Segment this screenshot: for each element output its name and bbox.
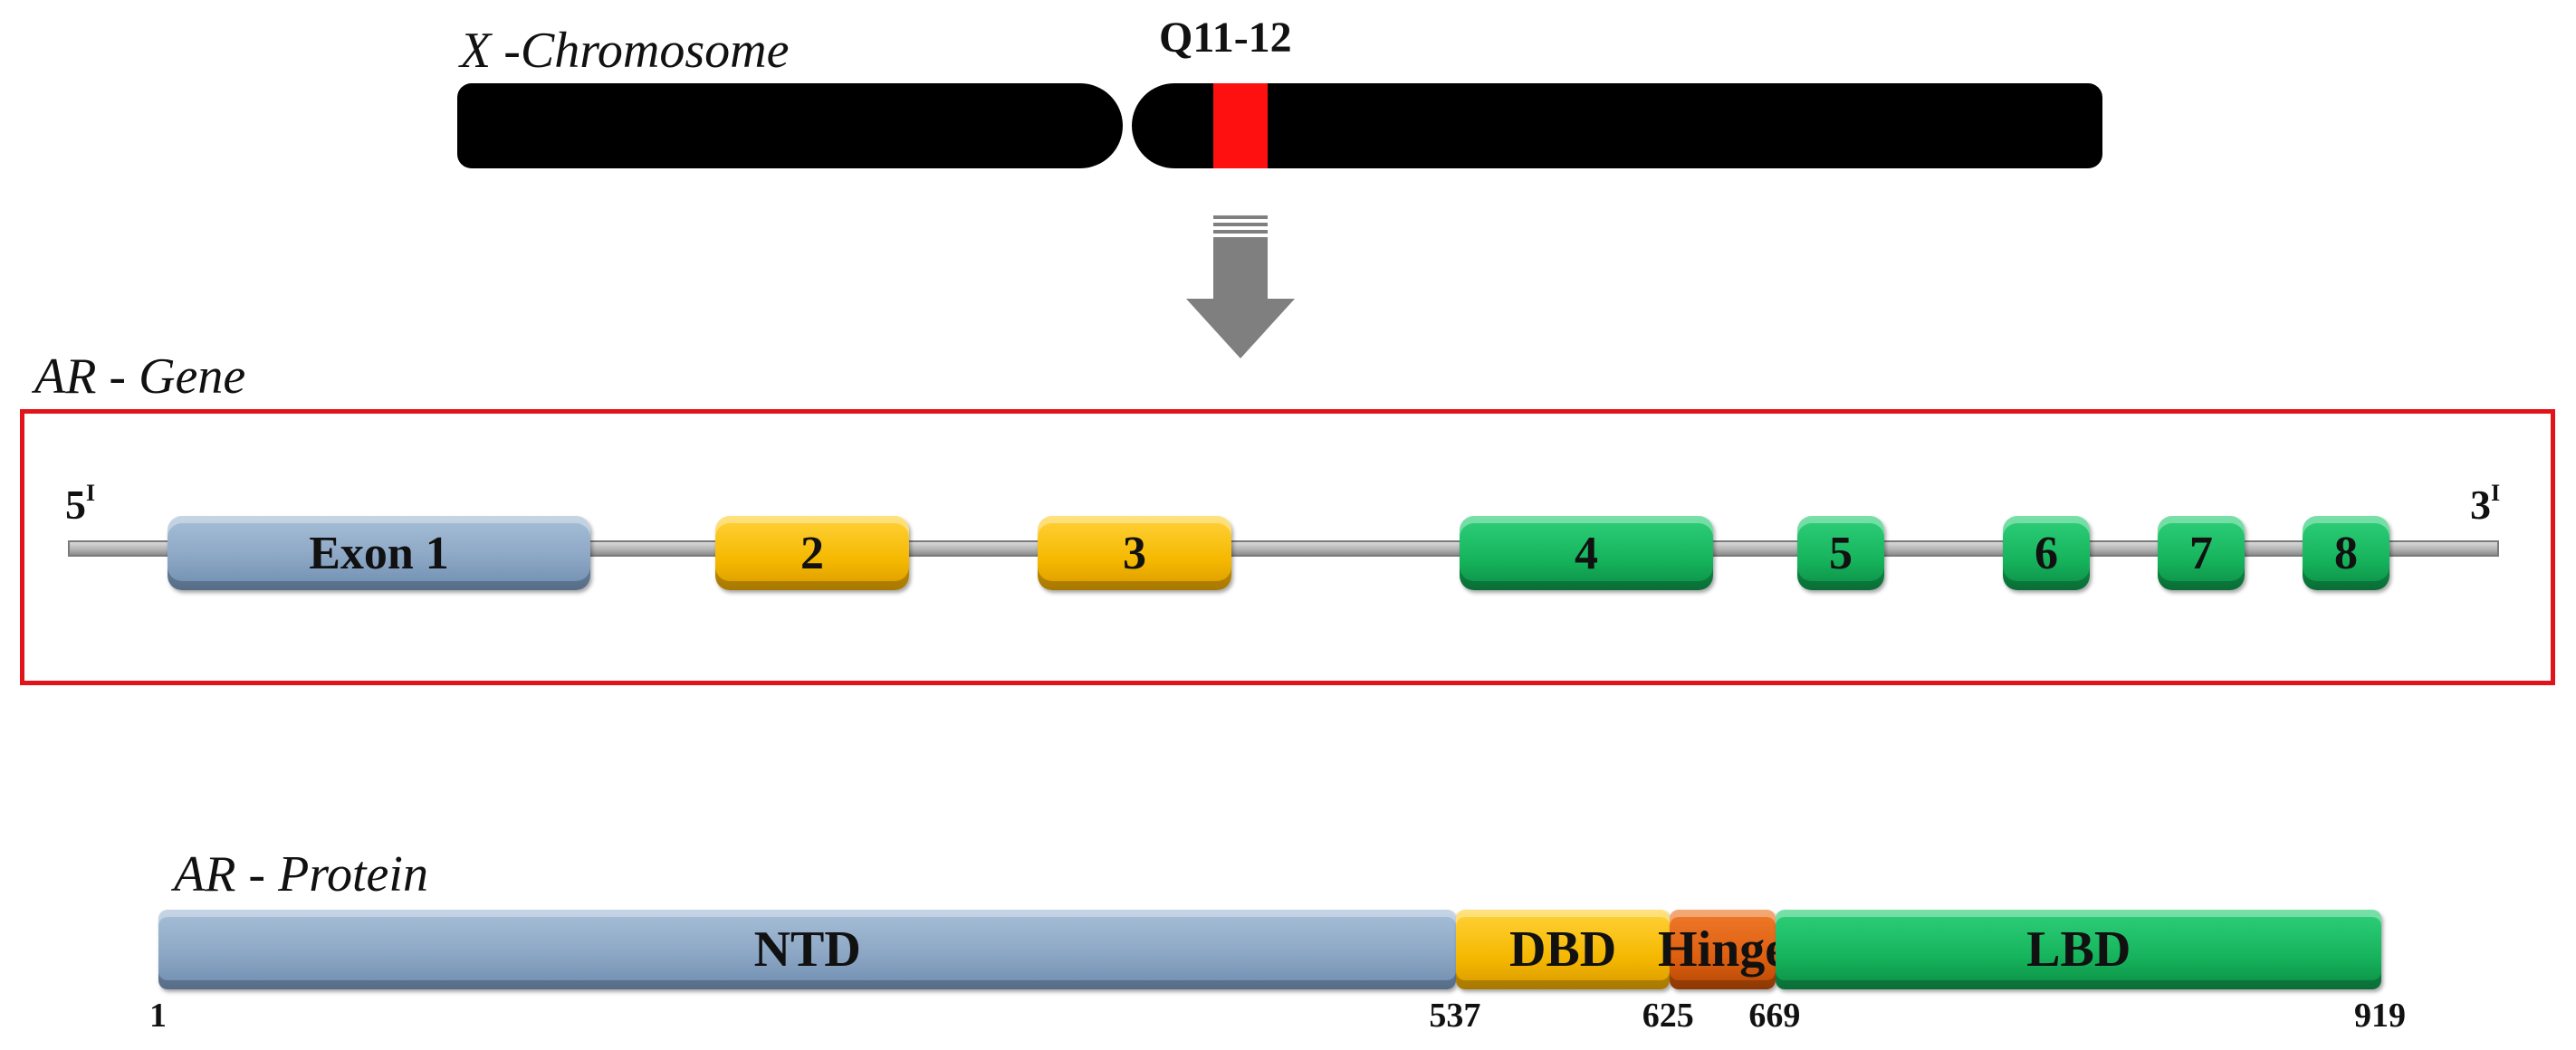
domain-lbd: LBD <box>1776 910 2381 989</box>
five-prime-label: 5I <box>65 480 96 528</box>
chromosome-band-q11-12 <box>1213 83 1268 168</box>
protein-track: NTD DBD Hinge LBD 1 537 625 669 919 <box>149 0 2406 1050</box>
dna-strand <box>68 540 2499 557</box>
chromosome-q-arm <box>1132 83 2102 168</box>
band-label: Q11-12 <box>1159 14 1292 62</box>
position-label-919: 919 <box>2354 997 2406 1035</box>
exon-7: 7 <box>2158 516 2245 590</box>
exon-1: Exon 1 <box>168 516 590 590</box>
three-prime-label: 3I <box>2470 480 2501 528</box>
domain-ntd: NTD <box>158 910 1457 989</box>
domain-dbd: DBD <box>1456 910 1670 989</box>
chromosome-title: X -Chromosome <box>460 23 790 79</box>
exon-2: 2 <box>715 516 909 590</box>
exon-8: 8 <box>2303 516 2389 590</box>
exon-6: 6 <box>2003 516 2090 590</box>
chromosome-p-arm <box>457 83 1123 168</box>
exon-3: 3 <box>1038 516 1231 590</box>
domain-hinge: Hinge <box>1658 910 1787 989</box>
position-label-625: 625 <box>1642 997 1694 1035</box>
gene-frame <box>20 409 2555 685</box>
position-label-1: 1 <box>149 997 167 1035</box>
down-arrow-icon <box>1186 215 1295 358</box>
protein-title: AR - Protein <box>174 846 428 902</box>
exon-4: 4 <box>1460 516 1713 590</box>
position-label-537: 537 <box>1429 997 1481 1035</box>
exon-5: 5 <box>1797 516 1884 590</box>
position-label-669: 669 <box>1748 997 1801 1035</box>
gene-title: AR - Gene <box>34 348 246 405</box>
